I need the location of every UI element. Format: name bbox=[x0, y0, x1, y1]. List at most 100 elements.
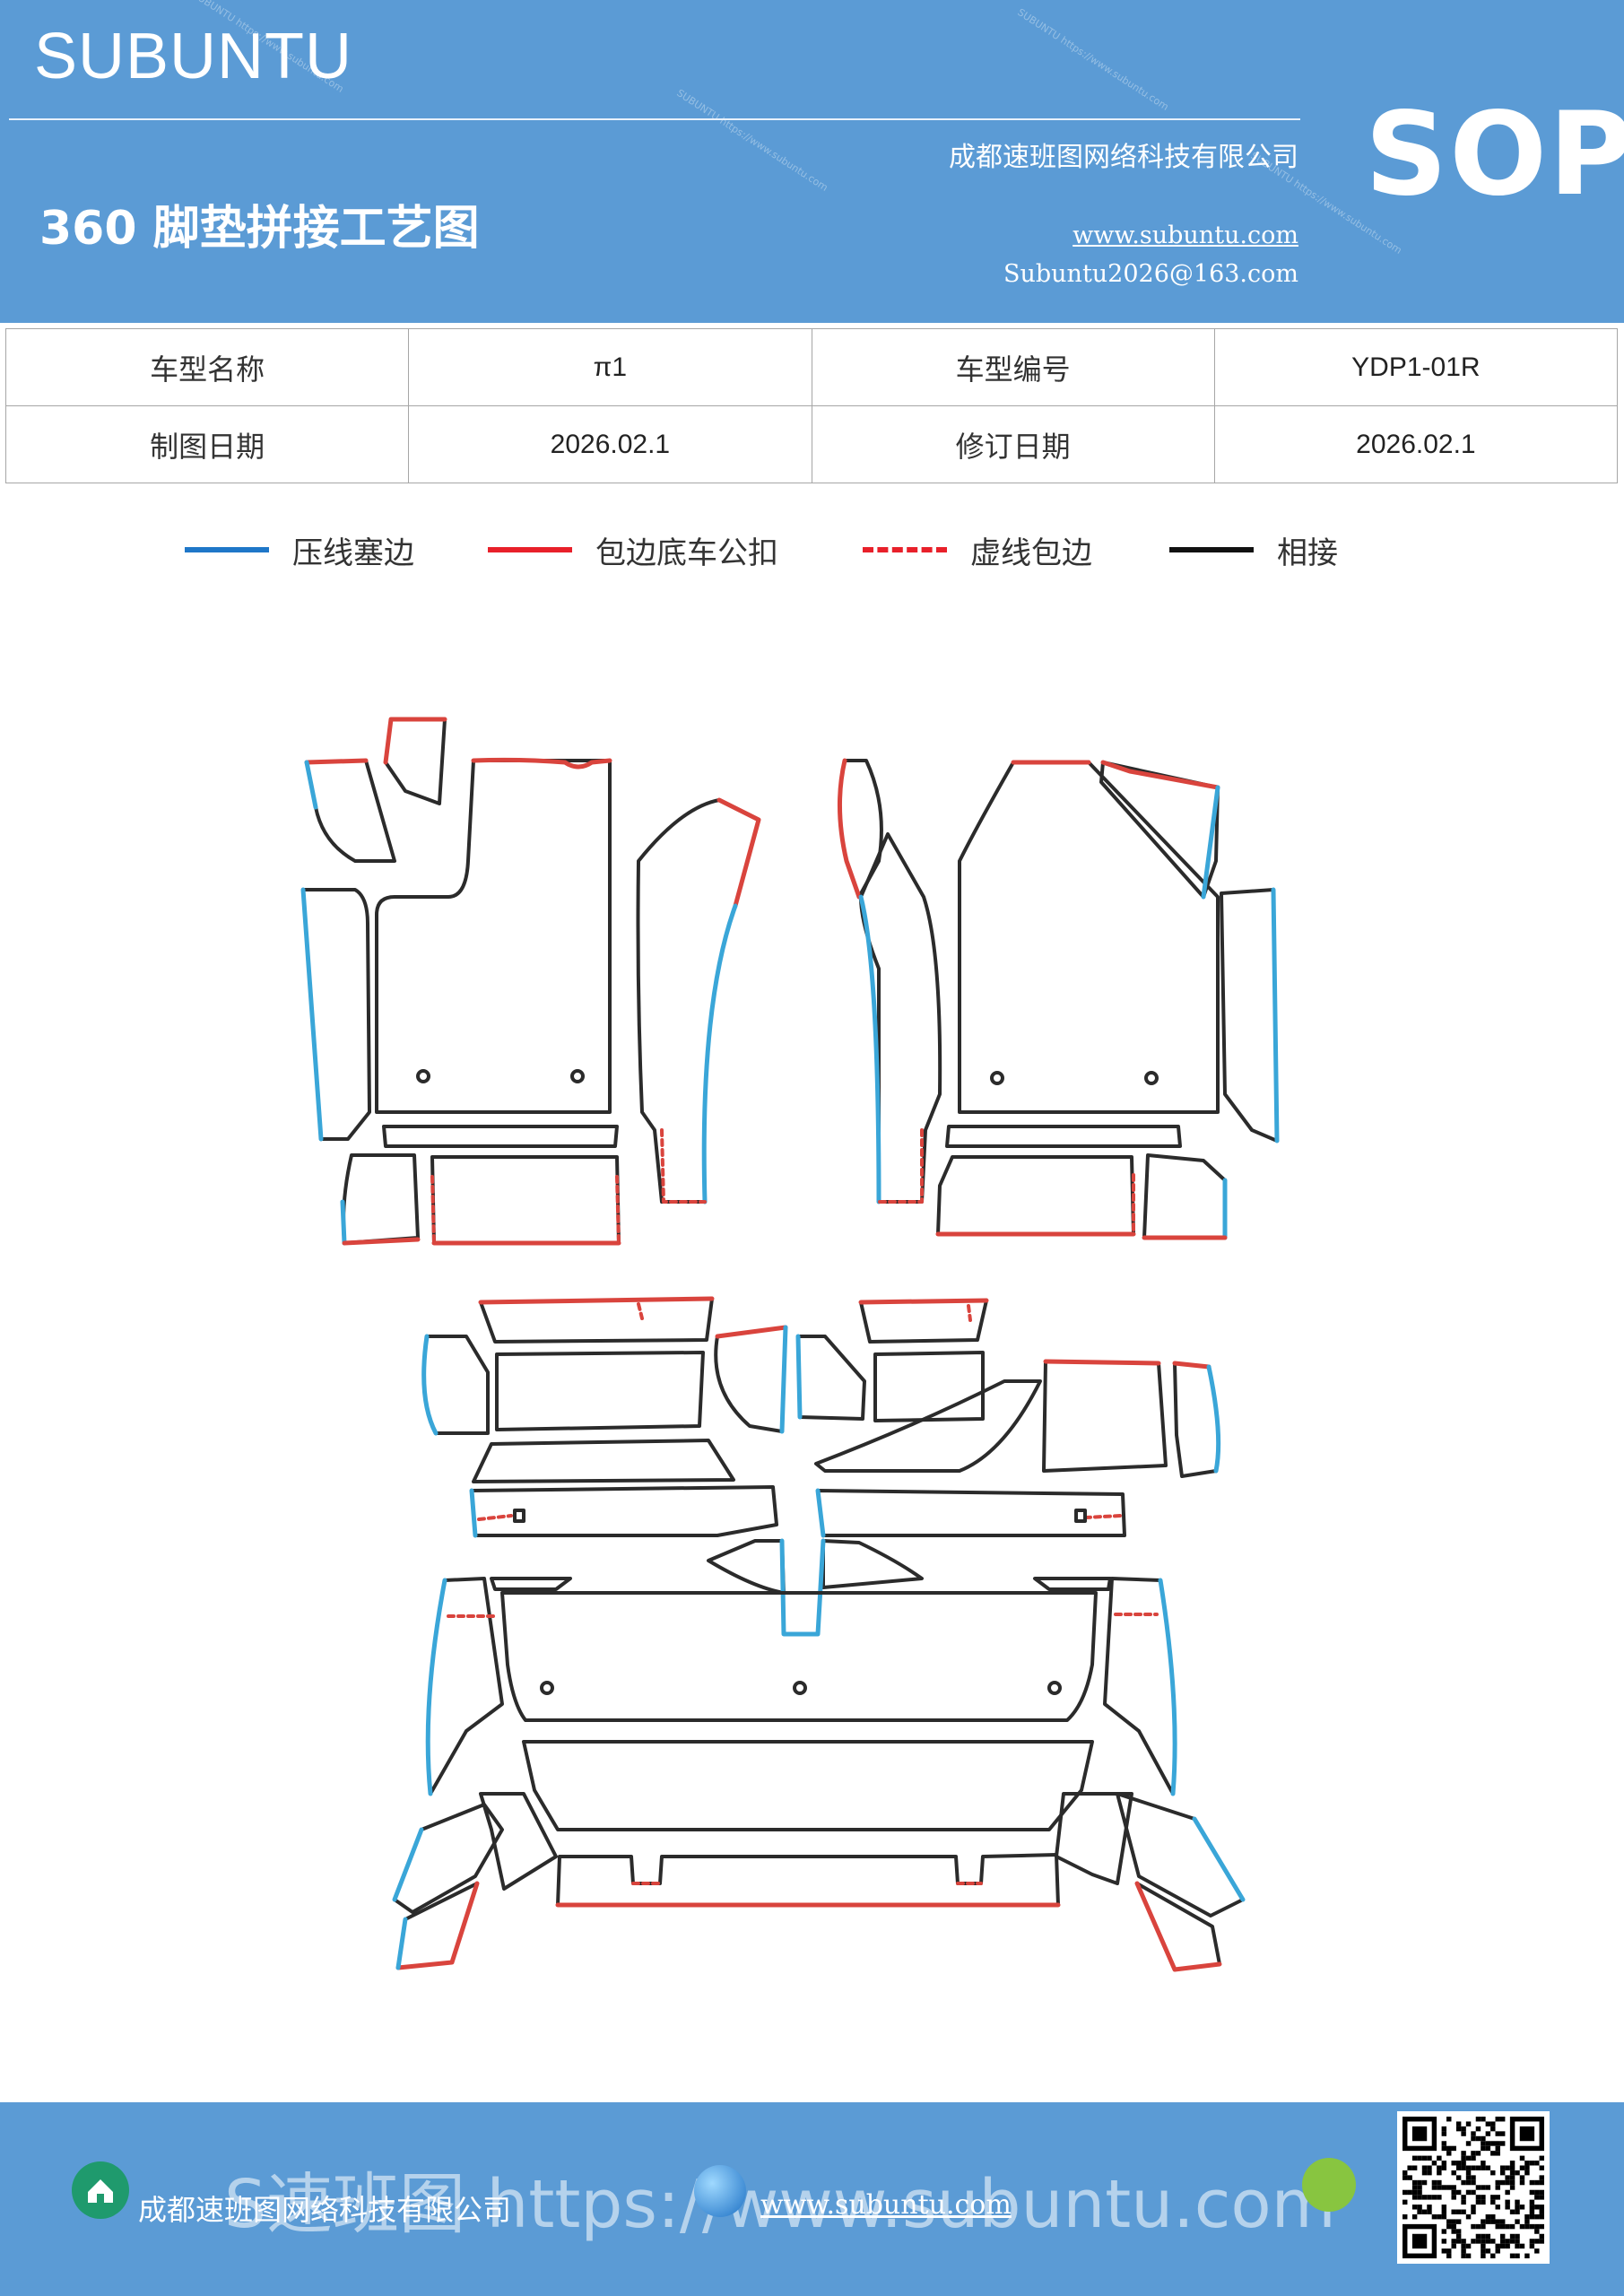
mat-edge bbox=[425, 1578, 447, 1796]
mat-outline bbox=[301, 888, 371, 1141]
email-address: Subuntu2026@163.com bbox=[1003, 260, 1298, 288]
mat-hole bbox=[540, 1681, 554, 1695]
mat-outline bbox=[814, 1379, 1042, 1473]
mat-edge bbox=[1271, 887, 1280, 1144]
legend-item: 相接 bbox=[1169, 527, 1338, 572]
mat-edge bbox=[304, 758, 369, 765]
mat-dashed-edge bbox=[967, 1304, 972, 1322]
table-cell-value: 2026.02.1 bbox=[408, 405, 812, 483]
sop-badge: SOP bbox=[1365, 88, 1624, 222]
table-row: 制图日期 2026.02.1 修订日期 2026.02.1 bbox=[4, 405, 1619, 483]
mat-edge bbox=[1201, 785, 1220, 900]
company-name: 成都速班图网络科技有限公司 bbox=[949, 142, 1298, 173]
mat-edge bbox=[815, 1488, 826, 1538]
mat-edge bbox=[837, 758, 862, 900]
mat-outline bbox=[936, 1155, 1135, 1236]
mat-outline bbox=[479, 1297, 714, 1344]
mat-hole bbox=[416, 1069, 430, 1083]
mat-outline bbox=[707, 1539, 786, 1595]
mat-outline bbox=[479, 1792, 558, 1891]
mat-outline bbox=[1074, 1509, 1087, 1523]
mat-outline bbox=[1042, 1360, 1168, 1473]
legend-label: 包边底车公扣 bbox=[595, 535, 778, 571]
mat-outline bbox=[513, 1509, 525, 1523]
mat-dashed-edge bbox=[615, 1175, 621, 1245]
floor-mat-splice-diagram bbox=[300, 717, 1280, 1972]
mat-edge bbox=[392, 1827, 424, 1902]
mat-edge bbox=[1206, 1364, 1221, 1474]
mat-outline bbox=[342, 1153, 420, 1245]
mat-edge bbox=[395, 1917, 408, 1970]
footer-banner: S速班图 https://www.subuntu.com 成都速班图网络科技有限… bbox=[0, 2102, 1624, 2296]
legend-swatch-red-dashed bbox=[863, 547, 947, 552]
mat-edge bbox=[795, 1334, 803, 1420]
mat-edge bbox=[1192, 1816, 1246, 1902]
mat-hole bbox=[1047, 1681, 1062, 1695]
legend-swatch-blue bbox=[185, 547, 269, 552]
legend-item: 虚线包边 bbox=[863, 527, 1092, 572]
mat-hole bbox=[990, 1071, 1004, 1085]
mat-outline bbox=[714, 1326, 787, 1433]
vehicle-info-table: 车型名称 π1 车型编号 YDP1-01R 制图日期 2026.02.1 修订日… bbox=[4, 328, 1619, 483]
mat-edge bbox=[471, 757, 612, 770]
mat-edge bbox=[478, 1296, 715, 1305]
legend-label: 虚线包边 bbox=[970, 535, 1092, 571]
footer-website-link[interactable]: www.subuntu.com bbox=[760, 2189, 1012, 2221]
mat-dashed-edge bbox=[637, 1302, 644, 1320]
page-title: 360 脚垫拼接工艺图 bbox=[39, 202, 480, 256]
mat-edge bbox=[1134, 1881, 1222, 1972]
mat-outline bbox=[796, 1335, 866, 1421]
mat-edge bbox=[715, 1325, 788, 1339]
brand-logo-text: SUBUNTU bbox=[34, 21, 353, 92]
mat-edge bbox=[469, 1488, 478, 1538]
qr-code bbox=[1397, 2111, 1550, 2264]
mat-outline bbox=[495, 1351, 705, 1431]
legend-item: 包边底车公扣 bbox=[488, 527, 778, 572]
table-cell-label: 车型名称 bbox=[4, 328, 410, 406]
header-banner: SUBUNTU https://www.subuntu.com SUBUNTU … bbox=[0, 0, 1624, 323]
home-icon bbox=[72, 2161, 129, 2219]
mat-dashed-edge bbox=[477, 1514, 513, 1521]
mat-outline bbox=[522, 1740, 1094, 1831]
legend-item: 压线塞边 bbox=[185, 527, 414, 572]
mat-outline bbox=[490, 1577, 572, 1591]
mat-outline bbox=[1116, 1792, 1245, 1918]
mat-edge bbox=[395, 1881, 480, 1970]
mat-edge bbox=[1043, 1359, 1161, 1366]
mat-edge bbox=[1100, 760, 1220, 790]
mat-outline bbox=[1142, 1153, 1227, 1239]
mat-edge bbox=[340, 1199, 347, 1246]
mat-outline bbox=[421, 1335, 490, 1435]
header-divider bbox=[9, 118, 1300, 120]
header-watermark: SUBUNTU https://www.subuntu.com bbox=[674, 87, 830, 194]
mat-edge bbox=[304, 760, 318, 810]
mat-outline bbox=[430, 1155, 621, 1245]
mat-hole bbox=[793, 1681, 807, 1695]
table-cell-value: π1 bbox=[408, 328, 812, 406]
header-watermark: SUBUNTU https://www.subuntu.com bbox=[1015, 6, 1171, 113]
footer-watermark: S速班图 https://www.subuntu.com bbox=[224, 2166, 1336, 2243]
mat-outline bbox=[305, 759, 396, 863]
legend-label: 相接 bbox=[1277, 535, 1338, 571]
mat-edge bbox=[1158, 1578, 1177, 1796]
mat-outline bbox=[382, 1125, 619, 1148]
mat-outline bbox=[472, 1439, 735, 1483]
legend-swatch-black bbox=[1169, 547, 1254, 552]
mat-edge bbox=[858, 894, 881, 1205]
website-link[interactable]: www.subuntu.com bbox=[1073, 222, 1298, 249]
table-cell-label: 车型编号 bbox=[811, 328, 1215, 406]
mat-outline bbox=[375, 759, 612, 1114]
mat-outline bbox=[384, 718, 447, 805]
legend-label: 压线塞边 bbox=[292, 535, 414, 571]
mat-edge bbox=[1172, 1361, 1211, 1370]
legend-swatch-red bbox=[488, 547, 572, 552]
mat-edge bbox=[701, 903, 738, 1205]
mat-dashed-edge bbox=[430, 1175, 436, 1245]
mat-outline bbox=[958, 761, 1220, 1114]
mat-outline bbox=[945, 1125, 1182, 1148]
mat-outline bbox=[556, 1853, 1060, 1907]
table-row: 车型名称 π1 车型编号 YDP1-01R bbox=[4, 328, 1619, 406]
mat-outline bbox=[1033, 1577, 1112, 1591]
chat-icon bbox=[1302, 2158, 1356, 2212]
footer-company-name: 成都速班图网络科技有限公司 bbox=[138, 2193, 512, 2227]
